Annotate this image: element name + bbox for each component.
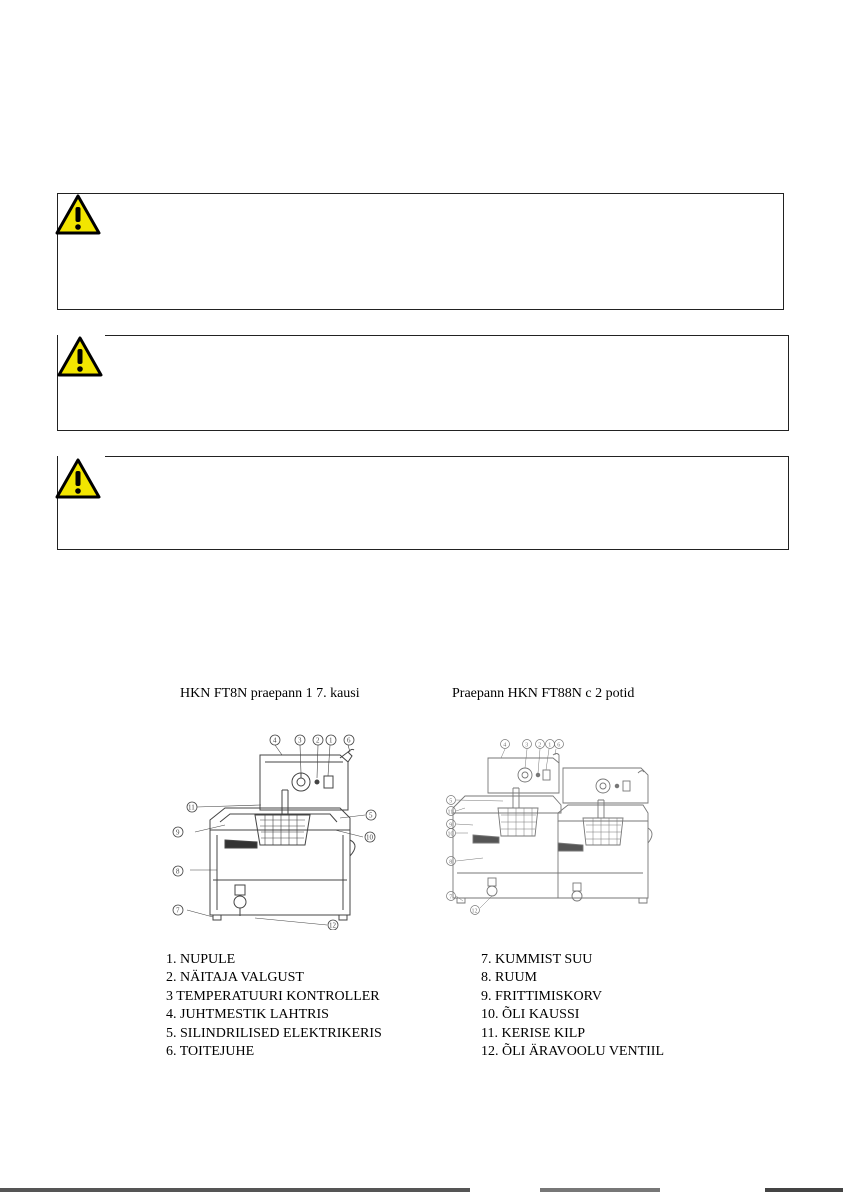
- callout-3: 3: [525, 742, 528, 748]
- page-bottom-edge: [0, 1188, 843, 1192]
- double-fryer-diagram: 4 3 2 1 6 5 11 9 10 8 7 12: [446, 739, 653, 915]
- callout-8: 8: [449, 859, 452, 865]
- callout-4: 4: [503, 742, 506, 748]
- callout-3: 3: [298, 737, 302, 745]
- callout-12: 12: [329, 922, 337, 930]
- legend-item: 11. KERISE KILP: [481, 1025, 586, 1041]
- callout-4: 4: [273, 737, 277, 745]
- callout-7: 7: [176, 907, 180, 915]
- callout-11: 11: [448, 809, 454, 815]
- callout-1: 1: [548, 742, 551, 748]
- legend-item: 7. KUMMIST SUU: [481, 952, 593, 967]
- warning-box-1: [57, 193, 784, 310]
- warning-triangle-icon: [55, 194, 101, 235]
- legend-left: 1. NUPULE 2. NÄITAJA VALGUST 3 TEMPERATU…: [166, 951, 382, 1061]
- warning-box-2: [57, 335, 789, 431]
- warning-triangle-icon: [57, 336, 103, 377]
- callout-9: 9: [449, 822, 452, 828]
- callout-2: 2: [316, 737, 320, 745]
- callout-9: 9: [176, 829, 180, 837]
- single-fryer-diagram: 4 3 2 1 6 11 5 9 10 8 7 12: [172, 734, 377, 930]
- legend-item: 3 TEMPERATUURI KONTROLLER: [166, 988, 380, 1004]
- warning-box-3: [57, 456, 789, 550]
- figure-caption-double: Praepann HKN FT88N c 2 potid: [452, 686, 635, 701]
- warning-box-2-top-rule: [105, 335, 789, 336]
- callout-10: 10: [366, 834, 374, 842]
- warning-box-3-top-rule: [105, 456, 789, 457]
- callout-2: 2: [538, 742, 541, 748]
- callout-6: 6: [557, 742, 560, 748]
- legend-right: 7. KUMMIST SUU 8. RUUM 9. FRITTIMISKORV …: [481, 951, 664, 1061]
- legend-item: 2. NÄITAJA VALGUST: [166, 970, 304, 986]
- legend-item: 1. NUPULE: [166, 952, 236, 967]
- legend-item: 9. FRITTIMISKORV: [481, 988, 602, 1004]
- callout-1: 1: [329, 737, 333, 745]
- callout-11: 11: [188, 804, 195, 812]
- callout-5: 5: [449, 798, 452, 804]
- callout-8: 8: [176, 868, 180, 876]
- callout-10: 10: [448, 831, 454, 837]
- legend-item: 12. ÕLI ÄRAVOOLU VENTIIL: [481, 1044, 665, 1060]
- callout-7: 7: [449, 894, 452, 900]
- callout-6: 6: [347, 737, 351, 745]
- legend-item: 10. ÕLI KAUSSI: [481, 1007, 580, 1023]
- callout-12: 12: [472, 908, 478, 914]
- legend-item: 4. JUHTMESTIK LAHTRIS: [166, 1007, 329, 1023]
- warning-triangle-icon: [55, 458, 101, 499]
- legend-item: 8. RUUM: [481, 970, 538, 986]
- callout-5: 5: [369, 812, 373, 820]
- figure-caption-single: HKN FT8N praepann 1 7. kausi: [180, 686, 360, 701]
- legend-item: 6. TOITEJUHE: [166, 1044, 255, 1060]
- legend-item: 5. SILINDRILISED ELEKTRIKERIS: [166, 1025, 382, 1041]
